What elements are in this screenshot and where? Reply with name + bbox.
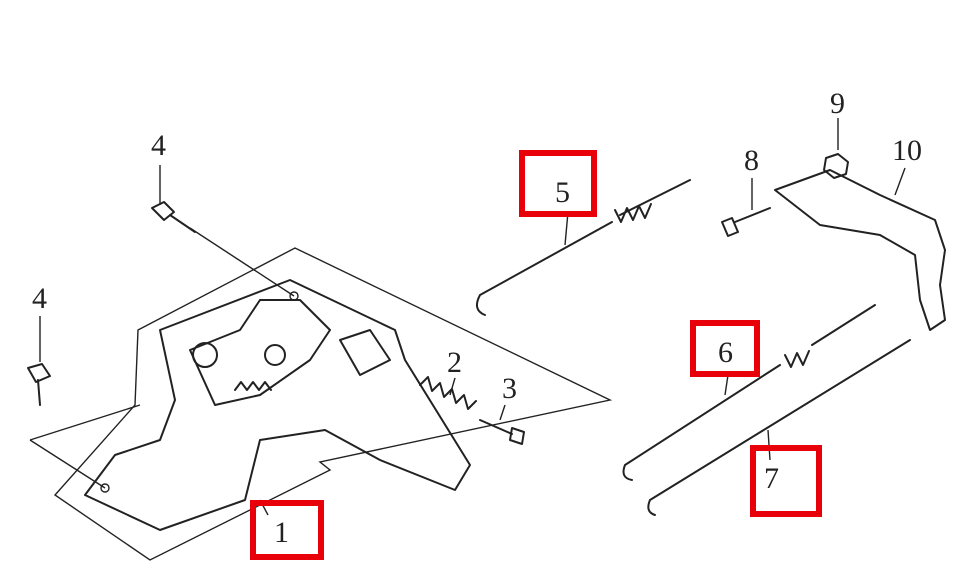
spring-rod-5 xyxy=(475,179,691,316)
plate-detail xyxy=(189,299,331,406)
callout-1: 1 xyxy=(274,516,289,549)
callout-8: 8 xyxy=(744,144,759,177)
callout-4-lower: 4 xyxy=(32,282,47,315)
callout-5: 5 xyxy=(555,176,570,209)
bolt-8 xyxy=(721,207,771,237)
pivot-nut xyxy=(192,342,218,368)
callout-6: 6 xyxy=(718,336,733,369)
lever-pivot xyxy=(264,344,286,366)
bolt-4-lower xyxy=(27,363,51,406)
control-base-plate xyxy=(84,279,471,531)
screw-3 xyxy=(479,419,525,445)
callout-9: 9 xyxy=(830,87,845,120)
plate-spring xyxy=(234,381,272,391)
highlight-box-1 xyxy=(250,500,324,560)
callout-7: 7 xyxy=(764,462,779,495)
callout-10: 10 xyxy=(892,134,922,167)
leader-bolt-lower xyxy=(29,404,141,489)
leader-bolt-upper xyxy=(189,227,295,297)
highlight-box-7 xyxy=(750,445,822,517)
bolt-hole xyxy=(100,483,110,493)
rod-7 xyxy=(647,339,911,516)
bracket-10 xyxy=(774,169,946,331)
nut-9 xyxy=(823,153,849,179)
spring-rod-6 xyxy=(622,304,876,481)
highlight-box-6 xyxy=(690,320,760,377)
bolt-hole xyxy=(289,291,299,301)
bolt-4-upper xyxy=(151,201,196,233)
assembly-outline xyxy=(53,247,613,561)
callout-3: 3 xyxy=(502,372,517,405)
plate-slot xyxy=(339,329,391,376)
spring-2 xyxy=(419,376,477,410)
callout-4-upper: 4 xyxy=(151,129,166,162)
callout-2: 2 xyxy=(447,346,462,379)
highlight-box-5 xyxy=(519,150,597,217)
